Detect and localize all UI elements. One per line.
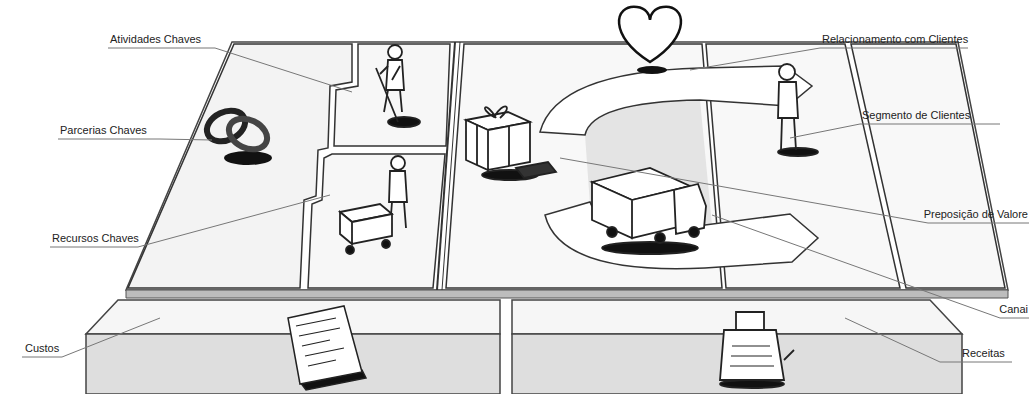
segment-tile [851,44,1005,288]
gift-icon [466,106,556,180]
shadow [637,66,667,74]
shadow [602,242,698,254]
keys [730,346,774,366]
relationship-arrow [540,66,812,135]
wheel [382,240,390,248]
part-label: Canai [999,303,1028,316]
part-label: Custos [25,342,59,355]
shadow [224,151,272,165]
digging-person-icon [376,45,420,127]
leader-line [690,48,968,70]
leader-line [845,318,1012,362]
board-surface [126,42,1008,290]
sheet [288,306,362,384]
scale [516,162,556,178]
body [720,330,784,380]
board [126,42,1008,298]
heart-icon [619,7,681,74]
board-edge [126,290,1008,298]
part-label: Segmento de Clientes [862,109,970,122]
scribble [296,318,344,366]
activities-tile [334,44,450,146]
leader-line [108,48,352,92]
bottom-panels [86,300,962,394]
leader-line [22,318,160,357]
display [736,312,764,330]
part-label: Parcerias Chaves [60,124,147,137]
leader-line [50,195,330,247]
wheel [346,246,354,254]
leader-lines [22,48,1029,362]
body [389,171,407,202]
leader-line [712,215,1029,318]
cash-register-icon [720,312,794,388]
ring [224,113,272,155]
head [388,45,402,59]
resources-tile [308,154,445,288]
part-label: Receitas [962,347,1005,360]
box-sides [340,212,392,244]
cab [674,184,706,234]
ribbon [477,125,509,166]
ring [202,105,250,147]
shadow [720,380,784,388]
gift-sides [466,120,530,170]
customer-icon [778,64,818,156]
head [391,156,405,170]
part-label: Relacionamento com Clientes [822,33,968,46]
part-label: Preposição de Valore [924,208,1028,221]
shadow [778,148,818,156]
head [779,64,795,80]
hole [388,117,420,127]
wheel [655,233,665,243]
paper-icon [288,306,366,390]
body [778,82,798,118]
leader-line [790,124,1000,138]
wheel [689,227,699,237]
rings-icon [202,105,272,165]
part-label: Recursos Chaves [52,232,139,245]
revenue-panel [512,300,962,334]
bow [485,106,507,118]
leader-line [560,158,1029,223]
legs [781,118,796,150]
wheel [607,227,617,237]
arms [380,66,400,80]
handle [784,350,794,360]
part-label: Atividades Chaves [110,33,201,46]
leader-line [58,139,212,140]
resource-person-icon [340,156,407,254]
heart-shape [619,7,681,62]
